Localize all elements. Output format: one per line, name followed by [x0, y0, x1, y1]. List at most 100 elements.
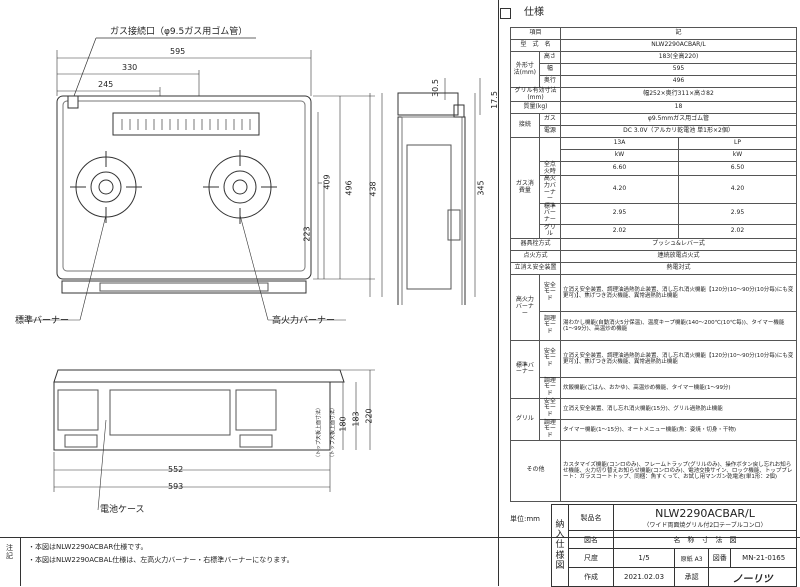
- gr-cook-text: タイマー機能(1〜15分)、オートメニュー機能(魚：姿焼・切身・干物): [560, 418, 797, 441]
- width-value: 595: [560, 63, 797, 76]
- front-view-drawing: [53, 369, 375, 511]
- num-label: 図番: [708, 548, 732, 568]
- cons-row-a: 2.02: [560, 223, 679, 239]
- power-label: 電源: [538, 125, 562, 139]
- ignition-value: 連続放電点火式: [560, 249, 797, 263]
- company-logo: ノーリツ: [708, 567, 797, 587]
- dim-330: 330: [122, 63, 138, 72]
- cons-label: ガス消費量: [510, 137, 540, 239]
- cons-row-a: 4.20: [560, 175, 679, 204]
- dim-345: 345: [476, 180, 486, 196]
- spec-head-note: 記: [560, 27, 797, 40]
- grill-dim-label: グリル有効寸法(mm): [510, 86, 561, 103]
- other-label: その他: [510, 439, 561, 502]
- dim-245: 245: [98, 80, 114, 89]
- dim-593: 593: [168, 482, 184, 491]
- depth-value: 496: [560, 75, 797, 88]
- drawing-name: 名 称 寸 法 図: [613, 530, 797, 549]
- unit-kw-b: kW: [677, 149, 798, 163]
- battery-label: 電池ケース: [100, 505, 145, 515]
- control-value: プッシュ&レバー式: [560, 237, 797, 251]
- gr-safe-text: 立消え安全装置、消し忘れ消火機能(15分)、グリル過熱防止機能: [560, 397, 797, 420]
- top-view-drawing: [20, 37, 375, 321]
- depth-label: 奥行: [538, 75, 562, 88]
- paper-size: A3: [694, 555, 703, 563]
- unit-label: 単位:mm: [510, 515, 540, 523]
- cons-row-b: 6.50: [677, 161, 798, 177]
- cons-row-b: 4.20: [677, 175, 798, 204]
- std-cook-mode: 調理モード: [538, 376, 562, 399]
- other-text: カスタマイズ機能(コンロのみ)、フレームトラップ(グリルのみ)、操作ボタン戻し忘…: [560, 439, 797, 502]
- std-burner-label: 標準バーナー: [15, 316, 70, 326]
- dim-496: 496: [344, 180, 354, 196]
- spec-head-item: 項目: [510, 27, 561, 40]
- scale-label: 尺度: [568, 548, 614, 568]
- height-label: 高さ: [538, 51, 562, 64]
- control-label: 器具栓方式: [510, 237, 561, 251]
- dim-552: 552: [168, 465, 184, 474]
- dim-409: 409: [322, 174, 332, 190]
- gas-value: φ9.5mmガス用ゴム管: [560, 113, 797, 127]
- dim-220: 220: [364, 408, 374, 424]
- vertical-label-2: （トップ天板上面寸法）: [330, 404, 337, 461]
- col-lp: LP: [677, 137, 798, 151]
- model-label: 型 式 名: [510, 39, 561, 52]
- ok-label: 承認: [674, 567, 710, 587]
- width-label: 幅: [538, 63, 562, 76]
- scale-value: 1/5: [612, 548, 676, 568]
- grill-dim-value: 幅252×奥行311×高さ82: [560, 86, 797, 103]
- gr-safe-mode: 安全モード: [538, 397, 562, 420]
- side-view-drawing: [369, 78, 481, 305]
- dim-183: 183: [351, 411, 361, 427]
- title-block: 納入仕様図 製品名 NLW2290ACBAR/L （ワイド両面焼グリル付2口テー…: [551, 504, 797, 587]
- vertical-label-1: （トップ天板上面寸法）: [316, 404, 323, 461]
- model-value: NLW2290ACBAR/L: [560, 39, 797, 52]
- weight-value: 18: [560, 101, 797, 115]
- dim-438: 438: [368, 181, 378, 197]
- grill-label: グリル: [510, 397, 540, 441]
- dims-label: 外形寸法(mm): [510, 51, 540, 88]
- dim-595: 595: [170, 47, 186, 56]
- sheet-title: 納入仕様図: [551, 504, 569, 587]
- hi-label: 高火力バーナー: [510, 273, 540, 341]
- made-label: 作成: [568, 567, 614, 587]
- cons-row-b: 2.95: [677, 202, 798, 225]
- height-value: 183(全高220): [560, 51, 797, 64]
- hi-cook-text: 湯わかし機能(自動消火5分保温)、温度キープ機能(140〜200℃(10℃毎))…: [560, 310, 797, 341]
- std-safe-mode: 安全モード: [538, 339, 562, 378]
- col-13a: 13A: [560, 137, 679, 151]
- std-label: 標準バーナー: [510, 339, 540, 399]
- orig-label: 原紙 A3: [674, 548, 710, 568]
- unit-kw-a: kW: [560, 149, 679, 163]
- cons-row-a: 2.95: [560, 202, 679, 225]
- product-label: 製品名: [568, 504, 614, 531]
- safety-value: 熱電対式: [560, 261, 797, 275]
- ignition-label: 点火方式: [510, 249, 561, 263]
- hi-safe-text: 立消え安全装置、調理油過熱防止装置、消し忘れ消火機能【120分(10〜90分(1…: [560, 273, 797, 312]
- dim-30-5: 30.5: [430, 79, 440, 97]
- std-safe-text: 立消え安全装置、調理油過熱防止装置、消し忘れ消火機能【120分(10〜90分(1…: [560, 339, 797, 378]
- hi-burner-graphic: [203, 150, 277, 224]
- dim-180: 180: [338, 416, 348, 432]
- note-line-2: ・本図はNLW2290ACBAL仕様は、左高火力バーナー・右標準バーナーになりま…: [28, 556, 294, 564]
- spec-title: 仕様: [524, 7, 544, 18]
- gas-inlet-label: ガス接続口（φ9.5ガス用ゴム管）: [110, 27, 248, 37]
- orig-label-text: 原紙: [680, 555, 693, 563]
- note-line-1: ・本図はNLW2290ACBAR仕様です。: [28, 543, 148, 551]
- gr-cook-mode: 調理モード: [538, 418, 562, 441]
- made-date: 2021.02.03: [612, 567, 676, 587]
- hi-safe-mode: 安全モード: [538, 273, 562, 312]
- product-cell: NLW2290ACBAR/L （ワイド両面焼グリル付2口テーブルコンロ）: [613, 504, 797, 531]
- cons-row-label: 標準バーナー: [538, 202, 562, 225]
- cons-row-label: 高火力バーナー: [538, 175, 562, 204]
- cons-row-b: 2.02: [677, 223, 798, 239]
- std-cook-text: 炊飯機能(ごはん、おかゆ)、高温炒め機能、タイマー機能(1〜99分): [560, 376, 797, 399]
- spec-header: 仕様: [498, 4, 798, 22]
- safety-label: 立消え安全装置: [510, 261, 561, 275]
- header-icon: [500, 8, 511, 19]
- note-label: 注記: [6, 544, 13, 561]
- cons-row-label: 全点火時: [538, 161, 562, 177]
- conn-label: 接続: [510, 113, 540, 139]
- power-value: DC 3.0V（アルカリ乾電池 単1形×2個）: [560, 125, 797, 139]
